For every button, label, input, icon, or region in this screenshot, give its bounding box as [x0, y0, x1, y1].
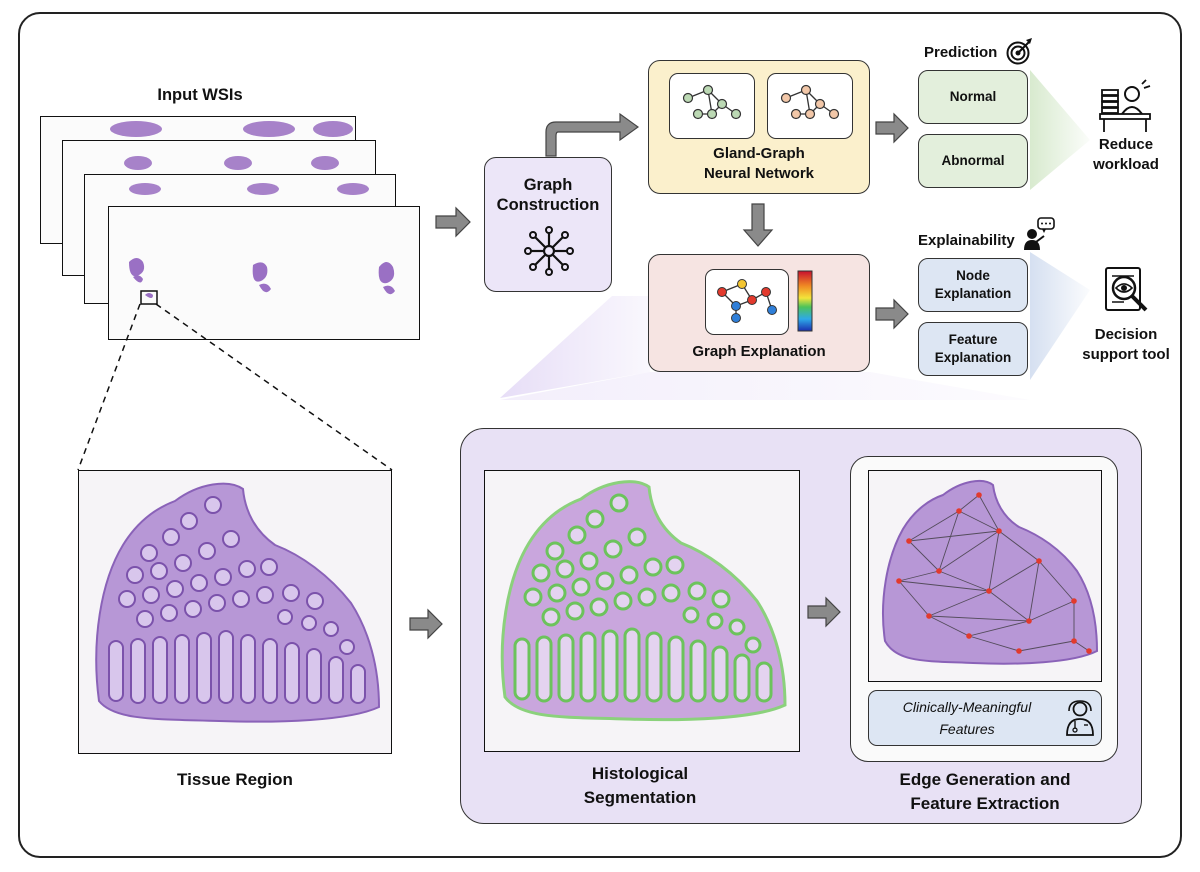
- edge-generation-line2: Feature Extraction: [910, 794, 1060, 813]
- reduce-workload-line2: workload: [1093, 156, 1159, 173]
- graph-thumb-orange: [767, 73, 853, 139]
- explainability-label: Explainability: [918, 232, 1015, 249]
- segmentation-image: [484, 470, 800, 752]
- graph-thumb-green: [669, 73, 755, 139]
- magnifier-eye-document-icon: [1105, 267, 1148, 312]
- arrow-to-prediction: [875, 112, 909, 144]
- tissue-region-image: [78, 470, 392, 754]
- graph-construction-box: Graph Construction: [484, 157, 612, 292]
- network-hub-icon: [524, 226, 574, 276]
- wsi-slide-4: [108, 206, 420, 340]
- diagram-frame: [18, 12, 1182, 858]
- colorbar-icon: [797, 270, 813, 332]
- reduce-workload-line1: Reduce: [1098, 136, 1154, 153]
- prediction-label: Prediction: [924, 44, 998, 61]
- arrow-to-segmentation: [409, 608, 443, 640]
- node-explanation-line2: Explanation: [934, 286, 1012, 301]
- arrow-to-gnn: [545, 112, 640, 157]
- tissue-drawing: [95, 482, 381, 723]
- colored-graph-icon: [717, 279, 777, 323]
- segmentation-drawing: [500, 480, 787, 722]
- feature-explanation-pill: Feature Explanation: [918, 322, 1028, 376]
- graph-construction-label: Graph Construction: [496, 176, 600, 214]
- wsi-thumb-4: [129, 258, 395, 305]
- arrow-to-edge-generation: [807, 596, 841, 628]
- graph-explanation-label: Graph Explanation: [692, 343, 826, 360]
- histological-segmentation-line1: Histological: [591, 764, 689, 783]
- explanation-graph-thumb: [705, 269, 789, 335]
- node-explanation-line1: Node: [956, 268, 990, 284]
- edge-generation-line1: Edge Generation and: [899, 770, 1071, 789]
- presenter-speech-icon: [1024, 217, 1055, 250]
- decision-support-line1: Decision: [1094, 326, 1158, 343]
- tissue-region-label: Tissue Region: [177, 770, 293, 789]
- wsi-thumb-1: [110, 121, 353, 137]
- abnormal-pill: Abnormal: [918, 134, 1028, 188]
- green-graph-icon: [682, 84, 742, 120]
- wsi-thumb-3: [129, 183, 369, 195]
- gland-graph-label-line2: Neural Network: [703, 165, 815, 182]
- desk-worker-icon: [1099, 79, 1151, 132]
- decision-support-line2: support tool: [1082, 346, 1170, 363]
- gland-graph-label-line1: Gland-Graph: [713, 145, 805, 162]
- arrow-gnn-to-explanation: [742, 203, 774, 247]
- gland-graph-nn-box: Gland-Graph Neural Network: [648, 60, 870, 194]
- graph-overlay-drawing: [882, 479, 1099, 665]
- clinically-meaningful-line1: Clinically-Meaningful: [902, 699, 1032, 715]
- histological-segmentation-line2: Segmentation: [583, 788, 697, 807]
- arrow-to-graph-construction: [435, 206, 471, 238]
- graph-overlay-image: [868, 470, 1102, 682]
- node-explanation-pill: Node Explanation: [918, 258, 1028, 312]
- normal-pill: Normal: [918, 70, 1028, 124]
- clinically-meaningful-line2: Features: [939, 721, 995, 737]
- wsi-thumb-2: [124, 156, 339, 170]
- doctor-icon: [1066, 700, 1094, 736]
- clinically-meaningful-box: Clinically-Meaningful Features: [868, 690, 1102, 746]
- orange-graph-icon: [780, 84, 840, 120]
- target-icon: [1006, 38, 1032, 65]
- graph-explanation-box: Graph Explanation: [648, 254, 870, 372]
- feature-explanation-line2: Explanation: [934, 350, 1012, 365]
- feature-explanation-line1: Feature: [948, 332, 998, 348]
- input-wsis-label: Input WSIs: [157, 86, 243, 104]
- arrow-to-explainability: [875, 298, 909, 330]
